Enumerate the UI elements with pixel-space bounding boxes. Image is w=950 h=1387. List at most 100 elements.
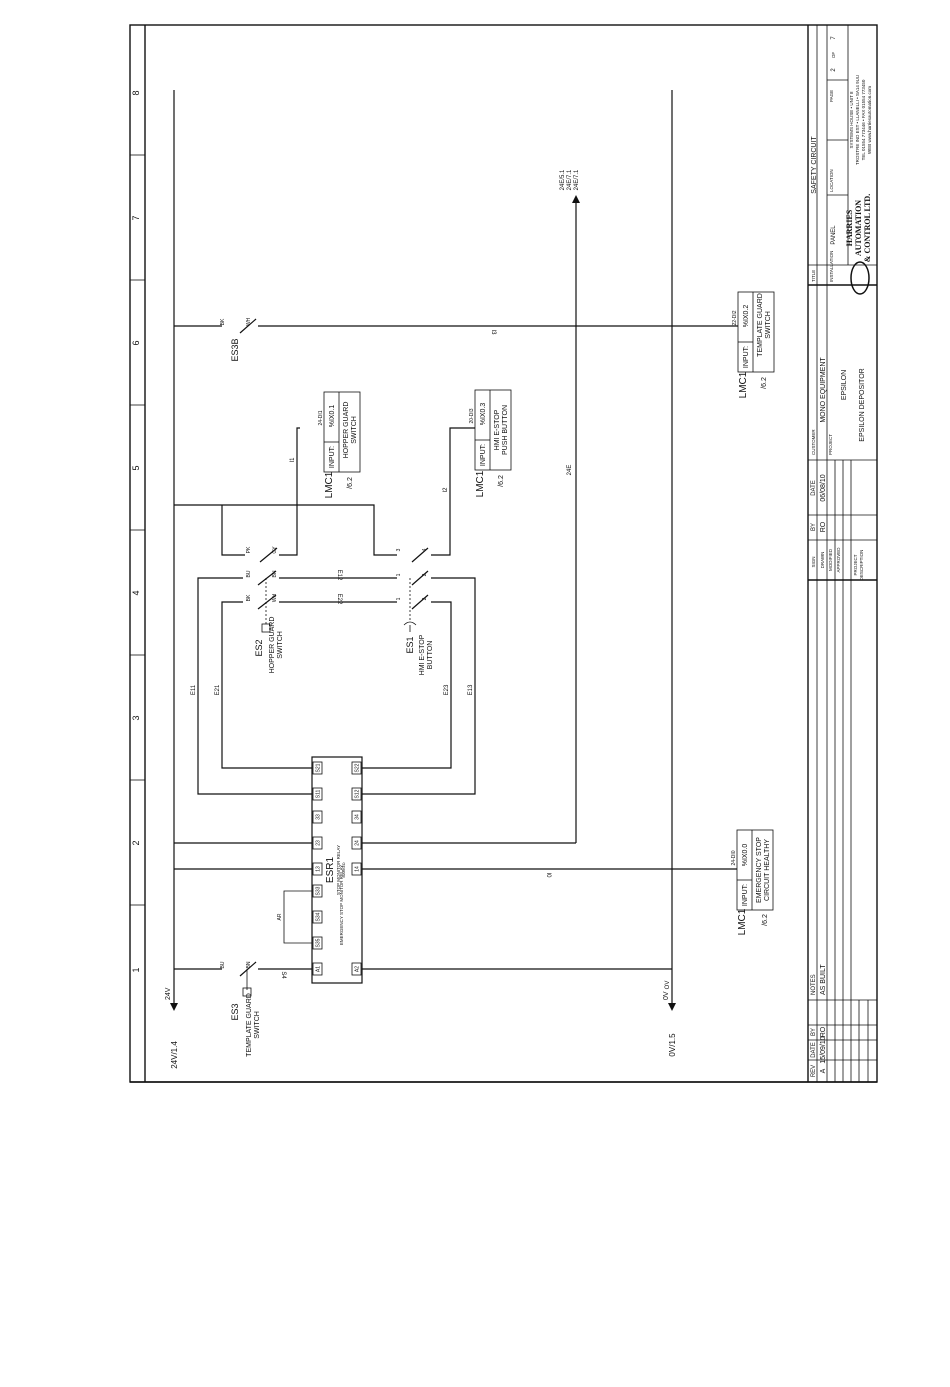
io-desc: HOPPER GUARD <box>343 402 350 459</box>
company-name: HARRIES <box>845 209 854 246</box>
es2-desc: SWITCH <box>277 631 284 659</box>
io-xref: 24-DI0 <box>731 850 737 865</box>
rail-24v-ref: 24V/1.4 <box>170 1041 179 1069</box>
io-ref: /6.2 <box>347 477 354 489</box>
wire-number: E21 <box>215 684 221 695</box>
by-header: BY <box>811 1028 817 1036</box>
wire-number: I0 <box>545 872 551 878</box>
es3b-terminal: BK <box>220 318 226 325</box>
switch-es3: BU BN ES3 TEMPLATE GUARD SWITCH <box>220 961 261 1057</box>
company-logo: HARRIES AUTOMATION & CONTROL LTD. SYSTEM… <box>845 75 872 295</box>
es2-tag: ES2 <box>254 639 264 656</box>
io-lmc: LMC1 <box>738 371 749 398</box>
io-desc: SWITCH <box>351 416 358 444</box>
company-name: AUTOMATION <box>854 200 863 256</box>
drawn-date-value: 06/08/10 <box>820 474 827 501</box>
es1-contact-number: 2 <box>422 597 428 600</box>
title-block <box>807 25 877 1082</box>
es3b-terminal: WH <box>246 317 252 326</box>
wire-number: OV <box>665 981 671 990</box>
relay-terminal: A2 <box>355 966 361 972</box>
switch-es2: BU BN BK WH PK GY ES2 HOPPER GUARD SWITC… <box>246 546 284 674</box>
project-desc-header: DESCRIPTION <box>859 550 864 581</box>
wire-24e-ref: 24E/7.1 <box>574 169 580 190</box>
relay-desc: MARKED <box>342 862 346 877</box>
es2-terminal: GY <box>272 546 278 554</box>
relay-terminal: 13 <box>316 866 322 872</box>
project-desc-header: PROJECT <box>853 554 858 575</box>
relay-terminal: S33 <box>316 886 322 895</box>
wire-number: S4 <box>280 971 286 979</box>
wire-number: I2 <box>443 487 449 493</box>
es3-terminal: BU <box>220 961 226 968</box>
io-ref: /6.2 <box>761 377 768 389</box>
io-input-label: INPUT: <box>480 444 487 466</box>
io-xref: 20-DI3 <box>469 408 475 423</box>
io-desc: SWITCH <box>765 311 772 339</box>
relay-esr1: A1 S35 S34 S33 13 23 33 S11 S21 A2 14 24… <box>277 756 363 984</box>
relay-terminal: 14 <box>355 866 361 872</box>
wire-24e-ref: 24E/7.1 <box>567 169 573 190</box>
column-number: 3 <box>131 715 141 720</box>
relay-terminal: 33 <box>316 814 322 820</box>
wire-number: E22 <box>336 594 342 605</box>
io-address: %IX0.0 <box>742 844 749 867</box>
io-ref: /6.2 <box>498 475 505 487</box>
rev-header: REV <box>811 1065 817 1077</box>
plc-input-ix03: 20-DI3 INPUT: %IX0.3 HMI E-STOP PUSH BUT… <box>469 389 512 497</box>
column-numbers: 1 2 3 4 5 6 7 8 <box>131 90 141 972</box>
notes-header: NOTES <box>811 974 817 995</box>
es1-contact-number: 2 <box>422 573 428 576</box>
page-count: 7 <box>831 36 837 40</box>
wire-numbers: E11 E21 E13 E23 E12 E22 I1 I2 I3 I0 S4 O… <box>191 329 671 989</box>
plc-input-ix00: 24-DI0 INPUT: %IX0.0 EMERGENCY STOP CIRC… <box>731 829 774 935</box>
column-number: 8 <box>131 90 141 95</box>
power-rails: 24V 24V/1.4 0V 0V/1.5 24E 24E/5.1 24E/7.… <box>165 90 677 1069</box>
io-address: %IX0.3 <box>480 403 487 426</box>
io-desc: PUSH BUTTON <box>502 405 509 455</box>
plc-input-ix02: 22-DI2 INPUT: %IX0.2 TEMPLATE GUARD SWIT… <box>732 291 775 398</box>
wire-24e-ref: 24E/5.1 <box>560 169 566 190</box>
es3-desc: TEMPLATE GUARD <box>246 993 253 1057</box>
location-header: LOCATION <box>829 169 834 192</box>
relay-terminal: S11 <box>316 790 322 799</box>
by-value: RO <box>820 1026 827 1037</box>
company-address: TEL 01554 773446 • FAX 01554 773450 <box>861 79 866 160</box>
io-input-label: INPUT: <box>329 446 336 468</box>
company-logo-mark <box>850 261 870 295</box>
es3-tag: ES3 <box>230 1003 240 1020</box>
rail-24v-label: 24V <box>165 987 172 1000</box>
date-header: DATE <box>811 480 817 496</box>
io-address: %IX0.2 <box>743 305 750 328</box>
column-number: 4 <box>131 590 141 595</box>
company-address: SYSTEMS HOUSE • UNIT 8 <box>849 91 854 149</box>
io-input-label: INPUT: <box>742 884 749 906</box>
by-header: BY <box>811 523 817 531</box>
drawn-by-value: RO <box>820 521 827 532</box>
wire-24e-label: 24E <box>567 465 573 476</box>
rail-0v-label: 0V <box>663 991 670 1000</box>
switch-es3b: BK WH ES3B <box>220 317 257 362</box>
modified-header: MODIFIED <box>828 548 833 571</box>
es2-desc: HOPPER GUARD <box>269 617 276 674</box>
io-desc: EMERGENCY STOP <box>756 837 763 903</box>
column-number: 2 <box>131 840 141 845</box>
relay-tag: ESR1 <box>325 857 336 884</box>
io-input-label: INPUT: <box>743 346 750 368</box>
io-address: %IX0.1 <box>329 405 336 428</box>
es2-terminal: BN <box>272 570 278 577</box>
wiring <box>174 325 738 970</box>
relay-terminal: 24 <box>355 840 361 846</box>
revision-table: REV DATE BY NOTES A 15/09/10 RO AS BUILT <box>811 964 827 1077</box>
wire-number: E13 <box>468 684 474 695</box>
approval-table: SIGN BY DATE DRAWN MODIFIED APPROVED RO … <box>811 474 864 580</box>
relay-terminal: S21 <box>316 763 322 772</box>
es1-contact-number: 1 <box>396 597 402 600</box>
relay-terminal: S22 <box>355 763 361 772</box>
es2-terminal: BU <box>246 570 252 577</box>
es3-desc: SWITCH <box>254 1011 261 1039</box>
customer-header: CUSTOMER <box>811 429 816 455</box>
relay-terminal: A1 <box>316 966 322 972</box>
relay-terminal: S12 <box>355 789 361 798</box>
es3-terminal: BN <box>246 961 252 968</box>
